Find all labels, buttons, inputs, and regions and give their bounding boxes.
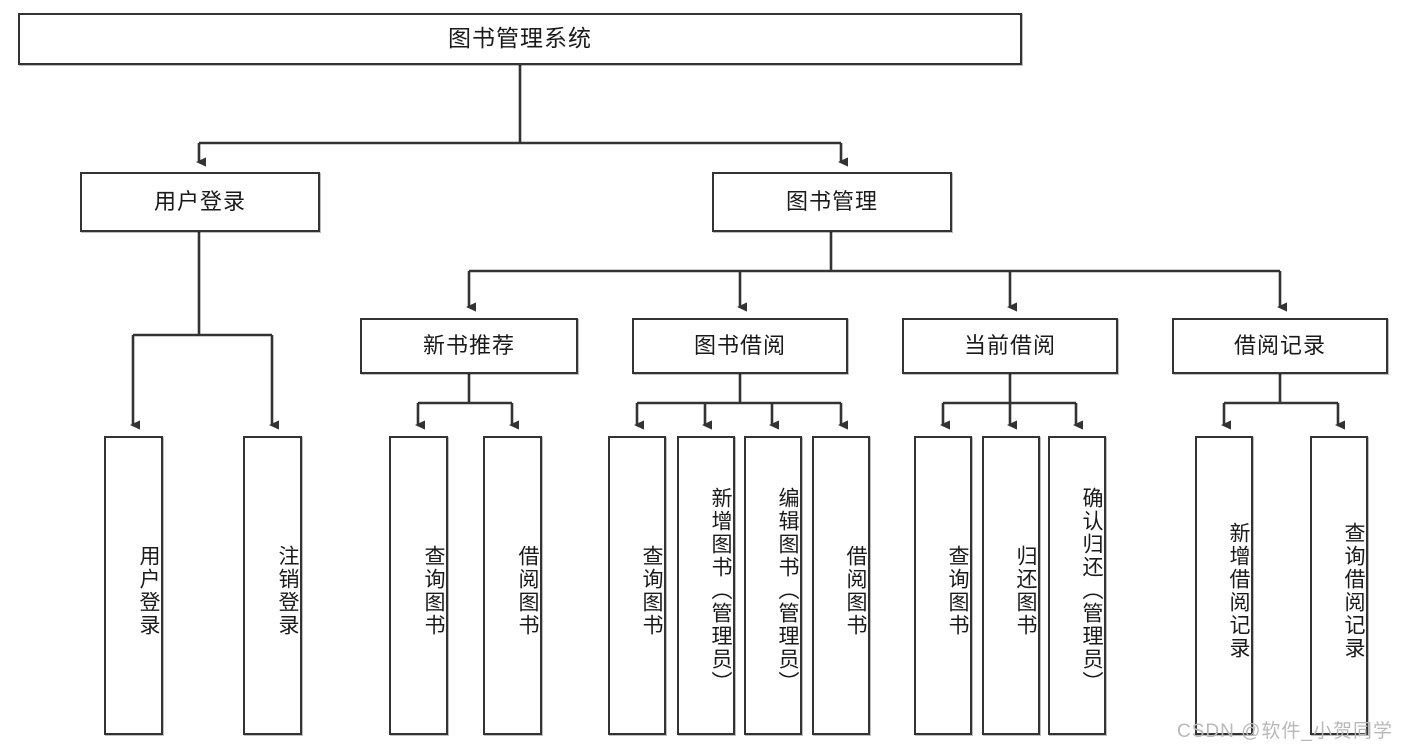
- leaf-borrow-borrow-book[interactable]: 借阅图书: [812, 436, 870, 735]
- leaf-current-query-book[interactable]: 查询图书: [914, 436, 972, 735]
- node-current-borrow[interactable]: 当前借阅: [902, 318, 1118, 374]
- node-borrow-record[interactable]: 借阅记录: [1172, 318, 1388, 374]
- leaf-user-logout[interactable]: 注销登录: [243, 436, 302, 735]
- leaf-recommend-borrow-book[interactable]: 借阅图书: [483, 436, 542, 735]
- leaf-record-add-borrow-record[interactable]: 新增借阅记录: [1195, 436, 1253, 735]
- node-user-login[interactable]: 用户登录: [80, 172, 320, 232]
- leaf-recommend-query-book[interactable]: 查询图书: [389, 436, 448, 735]
- watermark-text: CSDN @软件_小贺同学: [1177, 721, 1393, 742]
- leaf-borrow-edit-book-admin[interactable]: 编辑图书（管理员）: [744, 436, 802, 735]
- leaf-borrow-add-book-admin[interactable]: 新增图书（管理员）: [677, 436, 735, 735]
- leaf-borrow-query-book[interactable]: 查询图书: [608, 436, 666, 735]
- leaf-record-query-borrow-record[interactable]: 查询借阅记录: [1310, 436, 1368, 735]
- leaf-current-confirm-return-admin[interactable]: 确认归还（管理员）: [1048, 436, 1106, 735]
- node-root-system[interactable]: 图书管理系统: [18, 13, 1022, 65]
- leaf-current-return-book[interactable]: 归还图书: [982, 436, 1040, 735]
- node-new-book-recommend[interactable]: 新书推荐: [360, 318, 578, 374]
- node-book-management[interactable]: 图书管理: [712, 172, 952, 232]
- node-book-borrow[interactable]: 图书借阅: [632, 318, 848, 374]
- leaf-user-login[interactable]: 用户登录: [104, 436, 163, 735]
